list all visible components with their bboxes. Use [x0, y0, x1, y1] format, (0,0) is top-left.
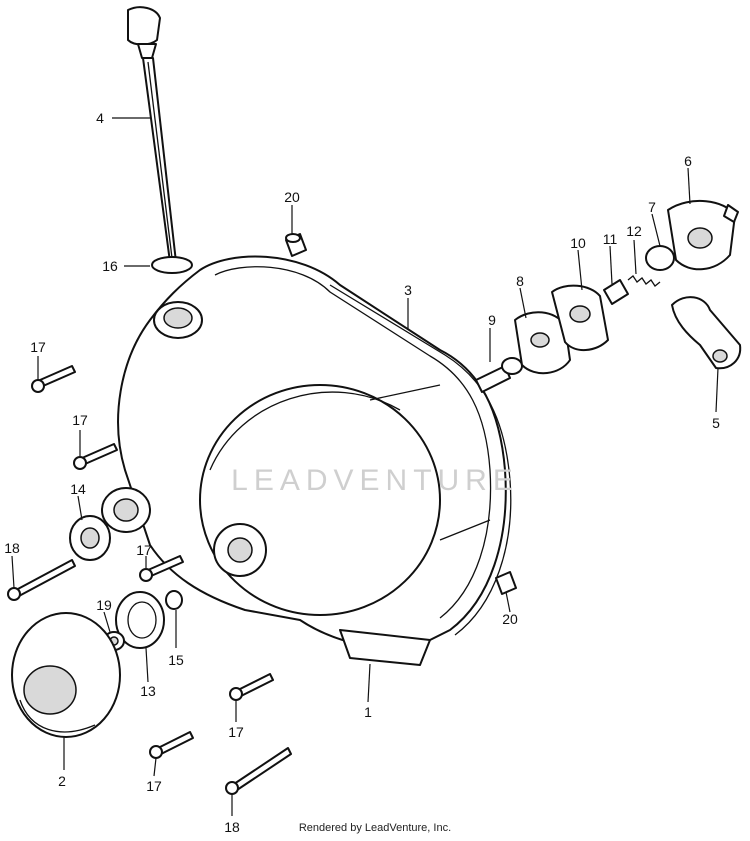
- part-17-bolt-e: [149, 731, 194, 759]
- callout-17-c: 17: [136, 542, 152, 558]
- part-16-o-ring: [151, 256, 193, 274]
- part-18-long-bolt-b: [225, 747, 292, 795]
- part-14-oil-seal: [69, 515, 111, 561]
- part-1-crankcase-cover: [101, 255, 512, 666]
- callout-3: 3: [404, 282, 412, 298]
- part-10-plate: [551, 284, 609, 351]
- part-5-arm: [671, 296, 742, 370]
- callout-19: 19: [96, 597, 112, 613]
- callout-1: 1: [364, 704, 372, 720]
- callout-13: 13: [140, 683, 156, 699]
- callout-17-b: 17: [72, 412, 88, 428]
- callout-5: 5: [712, 415, 720, 431]
- callout-14: 14: [70, 481, 86, 497]
- callout-20-top: 20: [284, 189, 300, 205]
- callout-6: 6: [684, 153, 692, 169]
- part-17-bolt-c: [139, 555, 184, 582]
- callout-18-b: 18: [224, 819, 240, 835]
- watermark: LEADVENTURE: [231, 464, 519, 497]
- part-20-dowel-pin-right: [495, 571, 517, 595]
- callout-17-e: 17: [146, 778, 162, 794]
- callout-9: 9: [488, 312, 496, 328]
- part-8-lever-bracket: [514, 311, 571, 375]
- callout-7: 7: [648, 199, 656, 215]
- part-9-shoulder-bolt: [475, 357, 523, 393]
- part-17-bolt-b: [73, 443, 118, 470]
- callout-20-right: 20: [502, 611, 518, 627]
- callout-17-d: 17: [228, 724, 244, 740]
- part-11-collar: [603, 279, 629, 305]
- callout-16: 16: [102, 258, 118, 274]
- callout-10: 10: [570, 235, 586, 251]
- part-15-o-ring: [165, 590, 183, 610]
- part-18-long-bolt-a: [7, 559, 76, 601]
- part-4-dipstick: [127, 6, 177, 263]
- callout-11: 11: [603, 231, 618, 247]
- part-7-seal: [645, 245, 675, 271]
- callout-12: 12: [626, 223, 642, 239]
- footer-credit: Rendered by LeadVenture, Inc.: [298, 822, 452, 834]
- callout-15: 15: [168, 652, 184, 668]
- callout-4: 4: [96, 110, 104, 126]
- callout-2: 2: [58, 773, 66, 789]
- part-12-spring: [627, 275, 661, 287]
- callout-18-a: 18: [4, 540, 20, 556]
- part-17-bolt-d: [229, 673, 274, 701]
- part-6-lever: [667, 199, 739, 271]
- part-2-cap: [11, 612, 121, 738]
- leader-lines: [11, 117, 719, 816]
- part-20-dowel-pin-top: [285, 233, 307, 257]
- callout-8: 8: [516, 273, 524, 289]
- part-13-gasket: [115, 591, 165, 649]
- callout-17-a: 17: [30, 339, 46, 355]
